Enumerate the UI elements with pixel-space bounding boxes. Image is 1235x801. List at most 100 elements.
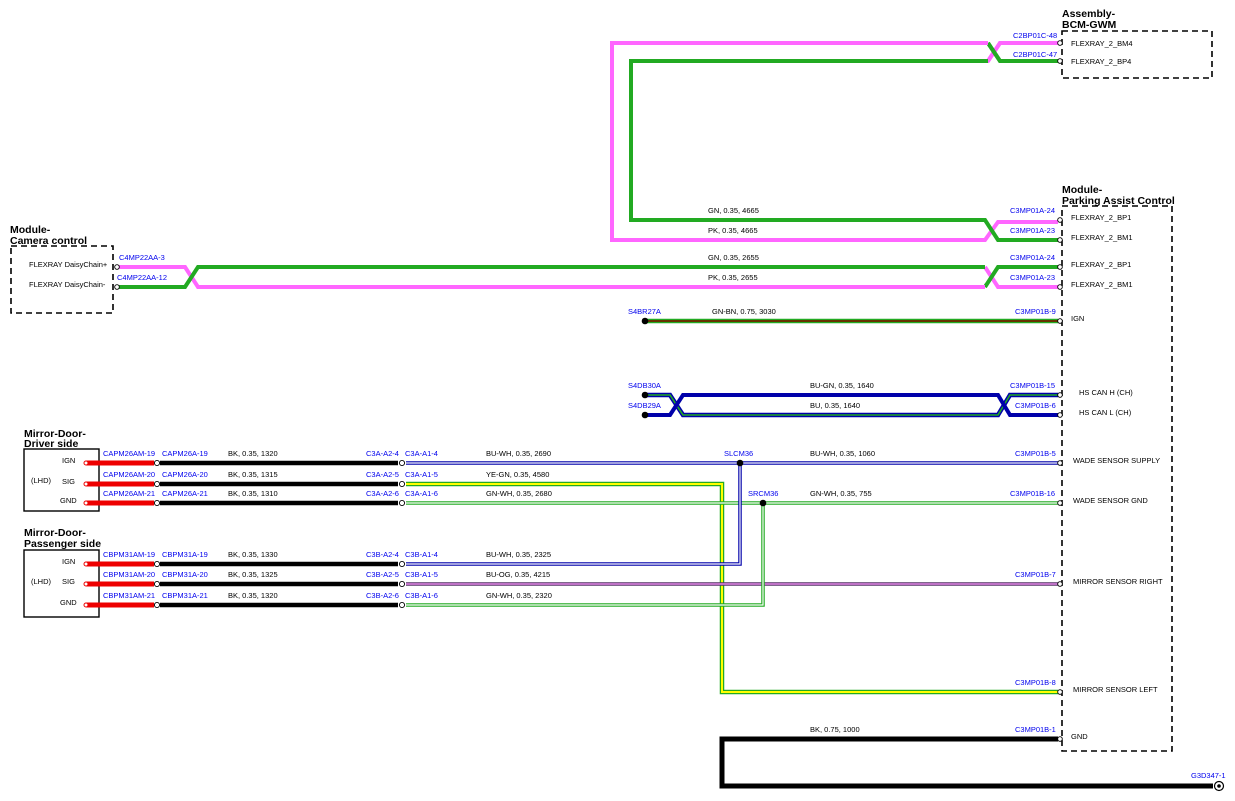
camera-title-line2: Camera control [10, 235, 87, 247]
connector-label: C3B-A2-4 [366, 550, 399, 559]
pin-icon [1057, 392, 1063, 398]
pin-icon [83, 460, 89, 466]
splice-label: SRCM36 [748, 489, 778, 498]
splice-label: S4BR27A [628, 307, 661, 316]
wire-label: YE-GN, 0.35, 4580 [486, 470, 549, 479]
splice-label: S4DB30A [628, 381, 661, 390]
mirror-driver-side: (LHD) [31, 476, 52, 485]
mirror-driver-title-line2: Driver side [24, 438, 78, 450]
wire-bu-wh [406, 463, 742, 566]
connector-label: C3MP01B-16 [1010, 489, 1055, 498]
wire-label: GN-WH, 0.35, 755 [810, 489, 872, 498]
connector-label: C3MP01B-8 [1015, 678, 1056, 687]
pac-pin-label: MIRROR SENSOR RIGHT [1073, 577, 1163, 586]
mirror-driver-pin-label: SIG [62, 477, 75, 486]
pin-icon [1057, 581, 1063, 587]
pin-icon [1057, 237, 1063, 243]
pin-icon [398, 499, 406, 507]
pin-icon [1057, 460, 1063, 466]
wire-gn-camera [119, 265, 1058, 289]
wire-label: BK, 0.35, 1330 [228, 550, 278, 559]
bcm-pin-label: FLEXRAY_2_BP4 [1071, 57, 1131, 66]
connector-label: C3A-A2-6 [366, 489, 399, 498]
mirror-pass-title-line2: Passenger side [24, 538, 101, 550]
pin-icon [83, 581, 89, 587]
pac-pin-label: WADE SENSOR GND [1073, 496, 1148, 505]
pin-icon [398, 560, 406, 568]
pac-pin-label: HS CAN L (CH) [1079, 408, 1132, 417]
wire-label: GN-BN, 0.75, 3030 [712, 307, 776, 316]
mirror-pass-pin-label: GND [60, 598, 77, 607]
pac-pin-label: FLEXRAY_2_BP1 [1071, 213, 1131, 222]
connector-label: C3A-A2-4 [366, 449, 399, 458]
wire-bu [645, 393, 1058, 417]
connector-labels: C2BP01C-48 C2BP01C-47 C3MP01A-24 C3MP01A… [103, 31, 1057, 734]
pin-icon [83, 500, 89, 506]
pac-pin-label: WADE SENSOR SUPPLY [1073, 456, 1160, 465]
connector-label: CBPM31A-20 [162, 570, 208, 579]
pin-icon [83, 602, 89, 608]
pin-icon [1057, 264, 1063, 270]
splice-dot [759, 499, 767, 507]
splice-dot [641, 411, 649, 419]
connector-label: CAPM26A-20 [162, 470, 208, 479]
connector-label: CBPM31AM-19 [103, 550, 155, 559]
pin-icon [153, 580, 161, 588]
wire-pk-camera [119, 265, 1058, 289]
parking-assist-module: Module- Parking Assist Control FLEXRAY_2… [1061, 184, 1175, 752]
pin-icon [153, 499, 161, 507]
wire-label: BK, 0.35, 1320 [228, 449, 278, 458]
pin-icon [1057, 736, 1063, 742]
splice-label: S4DB29A [628, 401, 661, 410]
wire-label: BK, 0.35, 1320 [228, 591, 278, 600]
ign-wire: GN-BN, 0.75, 3030 [641, 307, 1058, 325]
splice-dot [736, 459, 744, 467]
pac-pin-label: FLEXRAY_2_BP1 [1071, 260, 1131, 269]
wire-label: PK, 0.35, 4665 [708, 226, 758, 235]
camera-title-line1: Module- [10, 224, 51, 236]
pin-icon [83, 561, 89, 567]
splice-dot [641, 391, 649, 399]
bcm-box [1061, 30, 1213, 79]
connector-label: C2BP01C-48 [1013, 31, 1057, 40]
mirror-driver-pin-label: GND [60, 496, 77, 505]
pin-icon [398, 601, 406, 609]
wire-label: BU-GN, 0.35, 1640 [810, 381, 874, 390]
splice-dot [641, 317, 649, 325]
bcm-title-line2: BCM-GWM [1062, 19, 1116, 31]
connector-label: C3MP01B-9 [1015, 307, 1056, 316]
bcm-pin-label: FLEXRAY_2_BM4 [1071, 39, 1133, 48]
wire-gn-camera-end [983, 265, 1058, 289]
connector-label: CBPM31AM-21 [103, 591, 155, 600]
wire-label: GN-WH, 0.35, 2680 [486, 489, 552, 498]
pin-icon [153, 480, 161, 488]
flexray-camera-wires: GN, 0.35, 2655 PK, 0.35, 2655 [119, 253, 1058, 291]
pac-title-line2: Parking Assist Control [1062, 195, 1175, 207]
pin-icon [1057, 40, 1063, 46]
pin-circles [83, 40, 1063, 742]
wire-label: BU-OG, 0.35, 4215 [486, 570, 550, 579]
mirror-driver-module: Mirror-Door- Driver side (LHD) IGN SIG G… [23, 428, 100, 512]
ground-wire: BK, 0.75, 1000 G3D347-1 [719, 725, 1226, 792]
connector-label: C3MP01B-5 [1015, 449, 1056, 458]
ground-terminal-center [1217, 784, 1221, 788]
connector-label: C3A-A2-5 [366, 470, 399, 479]
pin-icon [153, 601, 161, 609]
pin-icon [398, 480, 406, 488]
mirror-driver-wires: BK, 0.35, 1320 BK, 0.35, 1315 BK, 0.35, … [86, 449, 1058, 695]
camera-pin-label: FLEXRAY DaisyChain+ [29, 260, 108, 269]
pin-icon [1057, 318, 1063, 324]
wire-gn-bcm [629, 59, 1058, 242]
connector-label: CAPM26AM-21 [103, 489, 155, 498]
wire-gn-wh [406, 503, 765, 607]
wire-label: BU-WH, 0.35, 2690 [486, 449, 551, 458]
pin-icon [1057, 412, 1063, 418]
mirror-passenger-wires: BK, 0.35, 1330 BK, 0.35, 1325 BK, 0.35, … [86, 449, 1058, 608]
wire-label: GN, 0.35, 4665 [708, 206, 759, 215]
connector-label: C3B-A2-5 [366, 570, 399, 579]
pin-icon [1057, 284, 1063, 290]
wire-ye-gn-inner [406, 483, 1058, 693]
wire-label: BK, 0.35, 1310 [228, 489, 278, 498]
bcm-gwm-module: Assembly- BCM-GWM FLEXRAY_2_BM4 FLEXRAY_… [1061, 8, 1213, 79]
pin-icon [398, 459, 406, 467]
